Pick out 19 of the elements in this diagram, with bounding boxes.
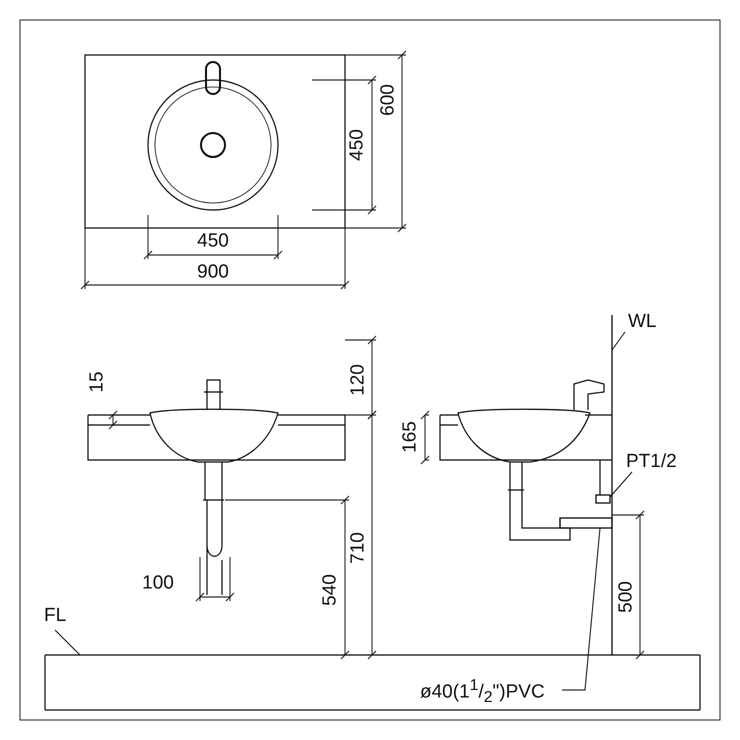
dimension-value: 900 bbox=[197, 262, 229, 282]
dimension-value: 165 bbox=[400, 421, 420, 453]
dimension-value: 450 bbox=[197, 232, 229, 250]
leader-line bbox=[610, 472, 632, 498]
leader-line bbox=[612, 332, 626, 350]
dimension-value: 15 bbox=[88, 371, 106, 393]
valve-symbol bbox=[595, 494, 611, 504]
dimension-value: 500 bbox=[616, 581, 636, 613]
floor-line bbox=[45, 654, 700, 656]
dimension-value: 120 bbox=[348, 364, 368, 396]
dimension-value: 710 bbox=[348, 532, 368, 564]
leader-line bbox=[562, 528, 600, 690]
dimension-value: 600 bbox=[378, 84, 398, 116]
drain-pipe bbox=[559, 517, 613, 529]
dimension-value: 540 bbox=[320, 574, 340, 606]
dimension-value: 100 bbox=[142, 574, 174, 592]
leader-line bbox=[54, 630, 80, 656]
dimension-value: 450 bbox=[348, 129, 366, 161]
wall-line bbox=[611, 315, 613, 655]
